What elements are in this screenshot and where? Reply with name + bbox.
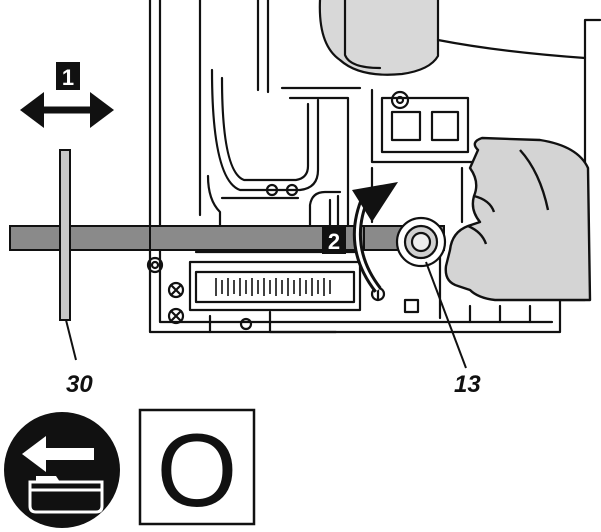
- saw-base-illustration: [146, 0, 601, 334]
- status-o-symbol: O: [157, 413, 238, 529]
- step-2-number: 2: [328, 229, 340, 254]
- leader-lines: [65, 261, 467, 369]
- step-2-badge: 2: [322, 226, 346, 254]
- step-1-move-arrow: [20, 92, 114, 128]
- callout-13: 13: [454, 371, 481, 398]
- step-1-badge: 1: [56, 62, 80, 90]
- step-2-rotate-arrow: [352, 182, 398, 293]
- status-o-box: O: [138, 408, 256, 529]
- battery-removal-icon: [4, 412, 120, 528]
- depth-scale-ticks: [215, 278, 331, 296]
- callout-30: 30: [66, 371, 93, 398]
- hand-illustration: [444, 136, 592, 302]
- reference-pin: [59, 149, 71, 321]
- guide-rule: [9, 225, 445, 251]
- step-1-number: 1: [62, 65, 74, 90]
- clamp-knob: [395, 216, 447, 268]
